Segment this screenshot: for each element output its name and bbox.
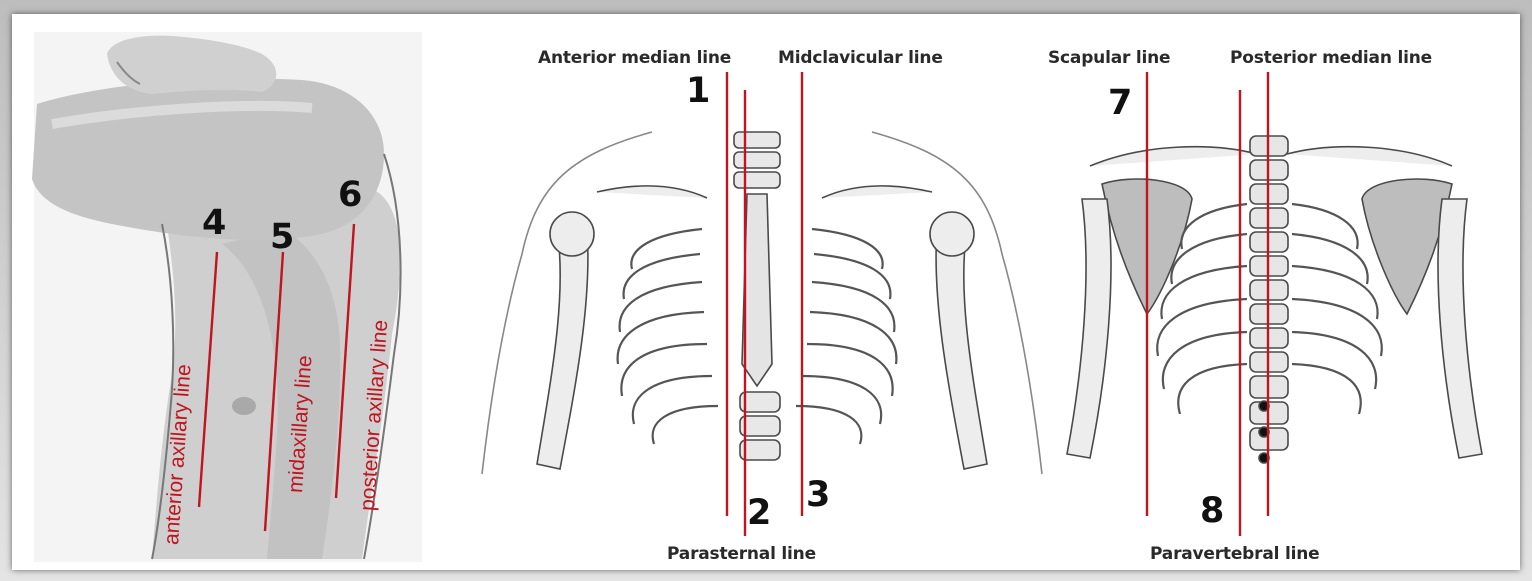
diagram-artwork bbox=[12, 14, 1520, 570]
number-2: 2 bbox=[747, 496, 771, 531]
anterior-thorax-skeleton-illustration bbox=[482, 132, 1042, 474]
parasternal-line-label: Parasternal line bbox=[667, 544, 816, 564]
number-7: 7 bbox=[1108, 86, 1132, 121]
number-3: 3 bbox=[806, 478, 830, 513]
posterior-median-line-label: Posterior median line bbox=[1230, 48, 1432, 68]
number-6: 6 bbox=[338, 178, 362, 213]
scapular-line-label: Scapular line bbox=[1048, 48, 1170, 68]
paravertebral-line-label: Paravertebral line bbox=[1150, 544, 1319, 564]
number-4: 4 bbox=[202, 206, 226, 241]
anterior-median-line-label: Anterior median line bbox=[538, 48, 731, 68]
midclavicular-line-label: Midclavicular line bbox=[778, 48, 943, 68]
diagram-sheet: anterior axillary line midaxillary line … bbox=[12, 14, 1520, 570]
number-5: 5 bbox=[270, 220, 294, 255]
number-1: 1 bbox=[686, 74, 710, 109]
number-8: 8 bbox=[1200, 494, 1224, 529]
posterior-thorax-skeleton-illustration bbox=[1067, 136, 1482, 463]
